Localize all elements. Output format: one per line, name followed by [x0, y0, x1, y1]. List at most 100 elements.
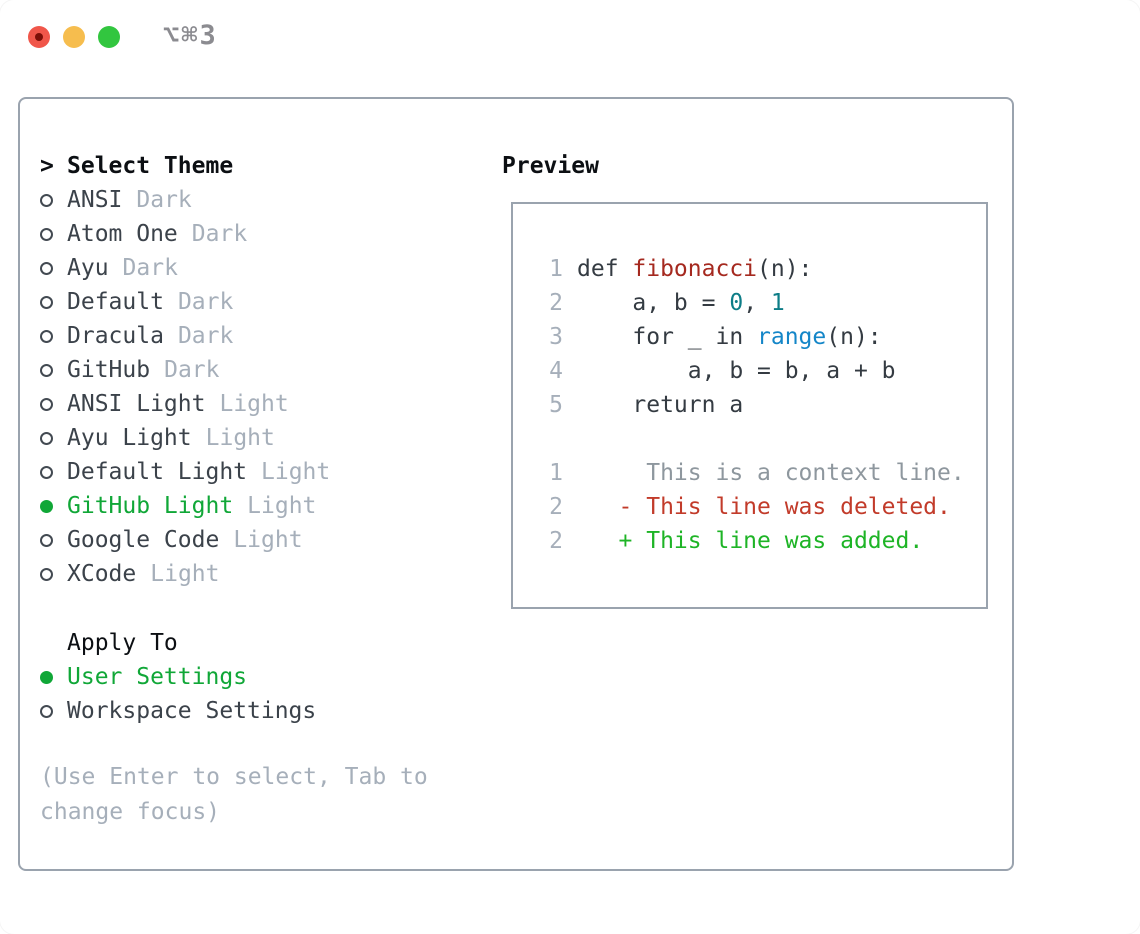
radio-icon: [40, 465, 53, 479]
apply-to-option[interactable]: User Settings: [40, 660, 316, 694]
line-number: 2: [549, 494, 563, 520]
radio-icon: [40, 704, 53, 718]
radio-icon: [40, 295, 53, 309]
code-line: 4 a, b = b, a + b: [525, 354, 965, 388]
option-label: Ayu Light: [67, 425, 192, 451]
close-button[interactable]: [28, 26, 50, 48]
select-theme-title: Select Theme: [67, 153, 234, 179]
option-label: XCode: [67, 561, 137, 587]
code-token: (n):: [757, 256, 813, 282]
option-label: Google Code: [67, 527, 220, 553]
option-label: ANSI Light: [67, 391, 206, 417]
code-token: 0: [729, 290, 744, 316]
maximize-button[interactable]: [98, 26, 120, 48]
option-label: Default Light: [67, 459, 248, 485]
close-indicator-dot: [35, 33, 43, 41]
radio-selected-icon: [40, 499, 53, 513]
theme-variant-label: Light: [150, 561, 220, 587]
option-label: Atom One: [67, 221, 178, 247]
theme-variant-label: Light: [247, 493, 317, 519]
window-title: ⌥⌘3: [163, 20, 218, 51]
theme-option[interactable]: Atom One Dark: [40, 217, 330, 251]
apply-to-option[interactable]: Workspace Settings: [40, 694, 316, 728]
theme-variant-label: Light: [205, 425, 275, 451]
minimize-button[interactable]: [63, 26, 85, 48]
radio-icon: [40, 567, 53, 581]
theme-option[interactable]: ANSI Light Light: [40, 387, 330, 421]
option-label: Workspace Settings: [67, 698, 317, 724]
theme-variant-label: Dark: [191, 221, 248, 247]
theme-variant-label: Dark: [177, 289, 234, 315]
code-token: a, b = b, a + b: [577, 358, 896, 384]
radio-icon: [40, 363, 53, 377]
radio-icon: [40, 329, 53, 343]
line-number: 4: [549, 358, 563, 384]
radio-icon: [40, 397, 53, 411]
radio-icon: [40, 193, 53, 207]
theme-option[interactable]: Google Code Light: [40, 523, 330, 557]
diff-text: + This line was added.: [577, 528, 924, 554]
line-number: 3: [549, 324, 563, 350]
option-label: Dracula: [67, 323, 164, 349]
theme-option[interactable]: Default Light Light: [40, 455, 330, 489]
radio-icon: [40, 227, 53, 241]
option-label: Ayu: [67, 255, 109, 281]
prompt-caret-icon: >: [40, 153, 54, 179]
line-number: 1: [549, 256, 563, 282]
apply-to-header: Apply To: [40, 626, 316, 660]
theme-option[interactable]: GitHub Dark: [40, 353, 330, 387]
code-token: for _ in: [577, 324, 758, 350]
keyboard-hint-text: (Use Enter to select, Tab to change focu…: [40, 764, 428, 825]
preview-title: Preview: [502, 153, 599, 179]
option-label: User Settings: [67, 664, 248, 690]
code-line: 3 for _ in range(n):: [525, 320, 965, 354]
theme-variant-label: Dark: [164, 357, 220, 383]
diff-line-deleted: 2 - This line was deleted.: [525, 490, 965, 524]
radio-icon: [40, 533, 53, 547]
theme-option[interactable]: Ayu Light Light: [40, 421, 330, 455]
theme-option[interactable]: ANSI Dark: [40, 183, 330, 217]
code-line: 2 a, b = 0, 1: [525, 286, 965, 320]
radio-icon: [40, 261, 53, 275]
line-number: 2: [549, 290, 563, 316]
theme-variant-label: Dark: [136, 187, 192, 213]
code-line: 5 return a: [525, 388, 965, 422]
code-token: fibonacci: [632, 256, 758, 282]
code-token: ,: [743, 290, 771, 316]
theme-option[interactable]: XCode Light: [40, 557, 330, 591]
line-number: 1: [549, 460, 563, 486]
theme-option[interactable]: GitHub Light Light: [40, 489, 330, 523]
theme-variant-label: Dark: [122, 255, 178, 281]
line-number: 5: [549, 392, 563, 418]
option-label: ANSI: [67, 187, 123, 213]
diff-text: - This line was deleted.: [577, 494, 951, 520]
theme-variant-label: Light: [261, 459, 331, 485]
theme-variant-label: Dark: [177, 323, 234, 349]
diff-line-context: 1 This is a context line.: [525, 456, 965, 490]
theme-option[interactable]: Ayu Dark: [40, 251, 330, 285]
radio-icon: [40, 431, 53, 445]
diff-preview-block: 1 This is a context line.2 - This line w…: [525, 456, 965, 558]
theme-variant-label: Light: [233, 527, 303, 553]
code-token: range: [757, 324, 827, 350]
diff-line-added: 2 + This line was added.: [525, 524, 965, 558]
code-line: 1 def fibonacci(n):: [525, 252, 965, 286]
code-token: (n):: [826, 324, 882, 350]
theme-option[interactable]: Dracula Dark: [40, 319, 330, 353]
select-theme-header: > Select Theme: [40, 149, 330, 183]
theme-variant-label: Light: [219, 391, 289, 417]
blank-line: [525, 422, 965, 456]
option-label: GitHub Light: [67, 493, 234, 519]
code-token: a, b =: [577, 290, 730, 316]
line-number: 2: [549, 528, 563, 554]
option-label: GitHub: [67, 357, 151, 383]
code-token: def: [577, 256, 633, 282]
